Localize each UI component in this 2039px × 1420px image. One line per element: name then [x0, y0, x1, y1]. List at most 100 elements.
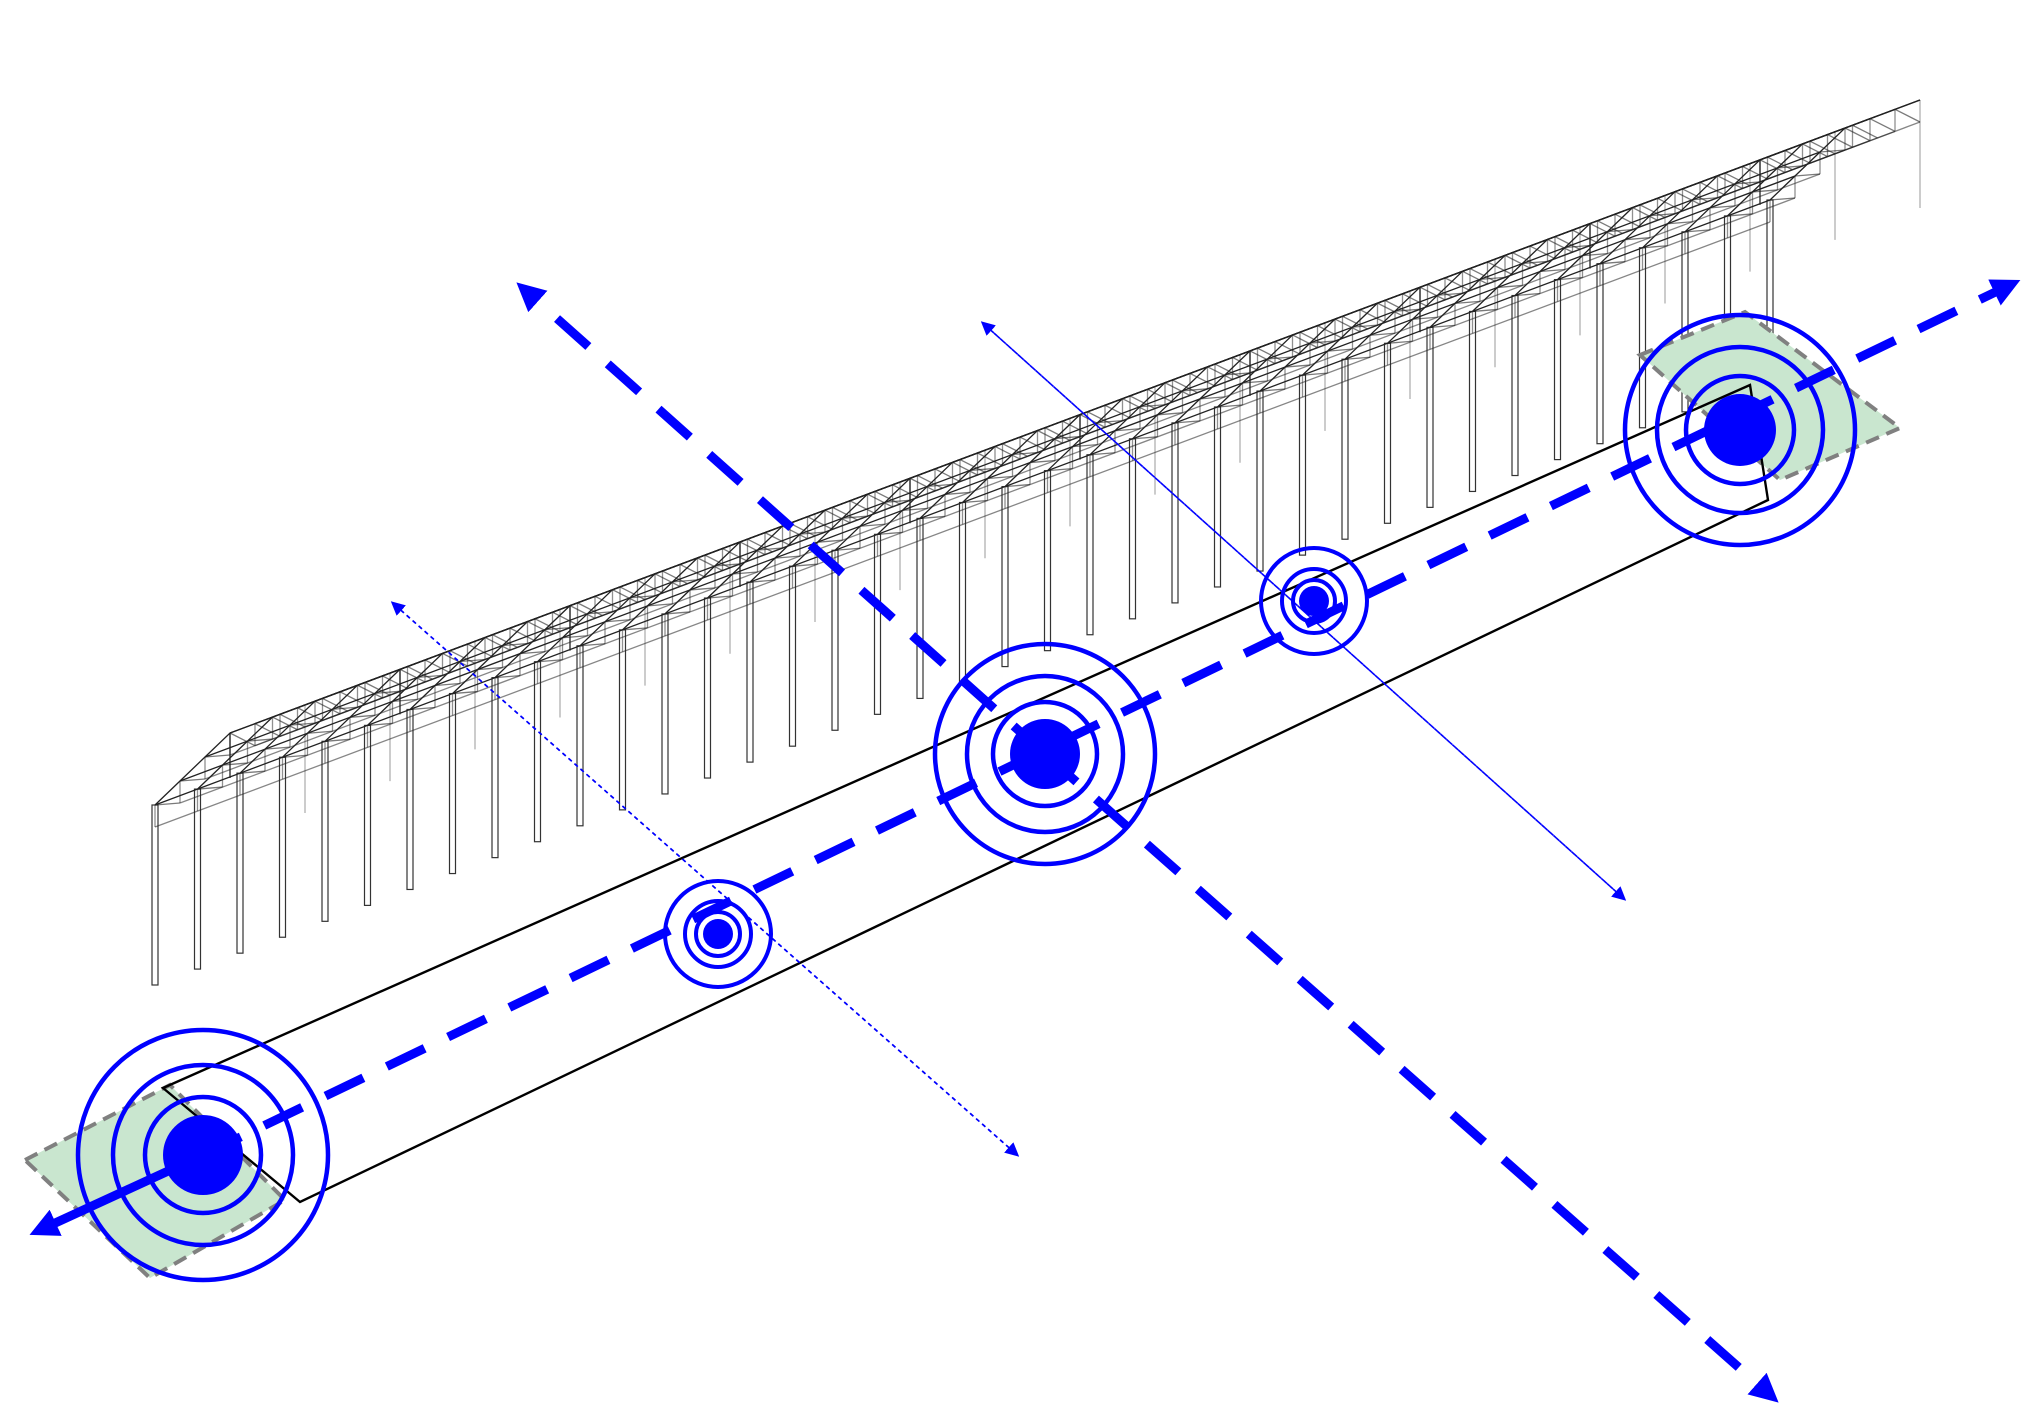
roof-web — [689, 587, 716, 591]
roof-web — [637, 579, 663, 594]
roof-web — [579, 643, 606, 647]
roof-web — [442, 652, 468, 667]
roof-web — [799, 531, 826, 535]
small-node-right — [1259, 546, 1369, 656]
roof-web — [927, 483, 953, 487]
roof-web — [399, 668, 426, 683]
roof-web — [552, 611, 578, 626]
roof-column — [746, 581, 754, 763]
roof-column — [916, 517, 924, 700]
roof-web — [1462, 270, 1488, 285]
roof-web — [357, 684, 383, 699]
roof-web — [1199, 396, 1226, 400]
roof-web — [1132, 436, 1158, 440]
roof-web — [339, 691, 366, 706]
roof-web — [1019, 436, 1046, 451]
roof-web — [417, 674, 443, 679]
roof-web — [714, 563, 741, 567]
roof-web — [1207, 366, 1233, 381]
roof-web — [1759, 159, 1786, 174]
roof-web — [834, 547, 861, 551]
roof-web — [1054, 435, 1081, 440]
roof-web — [297, 707, 323, 721]
roof-web — [1317, 325, 1343, 339]
roof-column — [788, 565, 797, 747]
roof-web — [1894, 108, 1921, 123]
roof-web — [1642, 245, 1668, 249]
roof-column — [491, 677, 499, 859]
roof-web — [1599, 261, 1626, 265]
roof-web — [1709, 205, 1736, 209]
roof-web — [1802, 143, 1828, 158]
roof-web — [349, 714, 376, 718]
roof-web — [1674, 191, 1701, 205]
roof-web — [1189, 372, 1216, 387]
roof-web — [842, 515, 868, 519]
roof-web — [1582, 252, 1608, 257]
roof-column — [363, 724, 372, 906]
roof-web — [739, 541, 766, 556]
roof-web — [1589, 222, 1616, 237]
roof-web — [332, 706, 358, 710]
roof-web — [1454, 300, 1481, 305]
center-node — [932, 641, 1158, 867]
roof-web — [987, 475, 1013, 480]
roof-web — [289, 722, 316, 726]
roof-web — [1819, 149, 1846, 153]
roof-web — [1564, 244, 1591, 249]
roof-web — [1412, 316, 1438, 320]
roof-web — [1497, 284, 1523, 289]
roof-web — [1122, 398, 1148, 412]
roof-column — [1043, 470, 1052, 652]
roof-web — [884, 499, 911, 503]
roof-web — [629, 595, 656, 599]
roof-web — [1727, 213, 1753, 217]
roof-web — [1522, 260, 1548, 265]
roof-web — [1529, 245, 1556, 260]
roof-web — [509, 627, 536, 642]
roof-column — [1298, 374, 1307, 556]
roof-column — [448, 692, 457, 875]
roof-web — [1429, 324, 1456, 329]
roof-web — [434, 682, 461, 687]
roof-web — [1309, 340, 1336, 344]
roof-web — [654, 573, 681, 588]
roof-web — [952, 461, 978, 476]
roof-web — [1437, 292, 1463, 296]
roof-web — [612, 589, 638, 603]
roof-web — [424, 659, 451, 674]
roof-web — [587, 611, 613, 615]
roof-web — [1387, 340, 1413, 344]
cross-axis-down — [1042, 750, 1779, 1403]
roof-web — [877, 531, 903, 535]
roof-web — [1649, 213, 1676, 217]
roof-web — [1147, 388, 1173, 403]
roof-web — [247, 738, 273, 742]
roof-web — [1667, 221, 1693, 225]
roof-web — [282, 754, 308, 758]
roof-web — [1029, 459, 1056, 464]
roof-web — [324, 738, 351, 742]
roof-web — [409, 706, 436, 711]
roof-web — [919, 515, 946, 520]
ground-band — [160, 383, 1770, 1204]
roof-column — [533, 661, 542, 843]
roof-web — [697, 557, 723, 572]
site-patches — [21, 309, 1904, 1281]
roof-web — [1844, 127, 1871, 142]
roof-web — [1047, 468, 1073, 472]
roof-web — [859, 523, 886, 527]
roof-web — [1607, 228, 1633, 233]
roof-web — [1692, 197, 1718, 201]
roof-web — [229, 732, 256, 747]
roof-web — [1259, 388, 1286, 392]
roof-web — [1334, 318, 1361, 333]
roof-web — [749, 579, 776, 583]
roof-web — [1402, 293, 1428, 308]
roof-web — [732, 571, 758, 575]
roof-web — [1012, 451, 1038, 456]
roof-column — [151, 804, 159, 986]
roof-web — [1174, 420, 1201, 424]
roof-web — [484, 636, 511, 651]
roof-web — [722, 547, 748, 562]
